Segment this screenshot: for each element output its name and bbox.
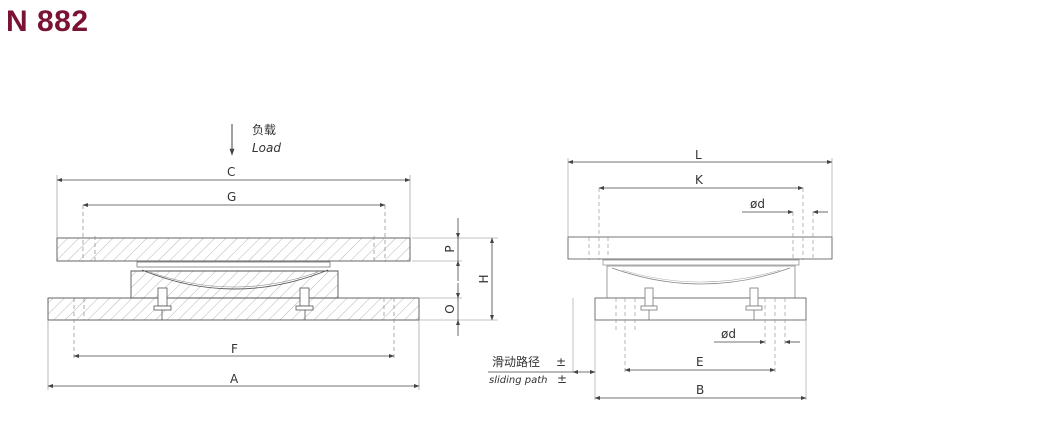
load-label-cn: 负载 <box>252 123 276 137</box>
sliding-path-en: sliding path <box>489 375 548 386</box>
top-plate <box>56 237 411 262</box>
dim-label-g: G <box>227 190 236 204</box>
sliding-path-cn: 滑动路径 <box>492 354 540 369</box>
dim-label-a: A <box>230 372 239 386</box>
dimension-d-top: ød <box>742 197 828 214</box>
sliding-path-annotation: 滑动路径 ± sliding path ± <box>488 354 596 386</box>
dim-label-e: E <box>696 355 704 369</box>
side-anchor-bolt-left <box>640 287 658 320</box>
dim-label-d-bottom: ød <box>721 327 736 341</box>
slide-plate <box>136 261 331 268</box>
dim-label-f: F <box>231 342 238 356</box>
dimension-d-bottom: ød <box>714 327 800 344</box>
sliding-path-pm-top: ± <box>556 355 566 369</box>
side-view: L K ød ød E B <box>488 148 833 400</box>
side-anchor-bolt-right <box>745 287 763 320</box>
dimension-c: C <box>56 165 411 182</box>
side-slide-plate <box>602 259 800 266</box>
dimension-b: B <box>594 383 807 400</box>
page-title: N 882 <box>6 5 89 38</box>
dim-label-p: P <box>443 245 457 252</box>
dimension-l: L <box>567 148 833 164</box>
dim-label-d-top: ød <box>750 197 765 211</box>
bottom-plate <box>47 297 420 321</box>
spherical-surface <box>141 269 329 290</box>
dimension-f: F <box>73 342 395 358</box>
dimension-o: O <box>443 283 460 336</box>
dim-label-k: K <box>695 173 704 187</box>
dim-label-l: L <box>695 148 702 162</box>
dimension-e: E <box>624 355 776 372</box>
dimension-p: P <box>443 218 460 281</box>
load-label-en: Load <box>252 141 281 155</box>
side-top-plate <box>567 236 833 260</box>
dim-label-b: B <box>696 383 704 397</box>
anchor-bolt-left <box>153 287 172 320</box>
dimension-h: H <box>477 237 494 321</box>
sliding-path-pm-bottom: ± <box>557 372 567 386</box>
dimension-k: K <box>598 173 804 190</box>
front-view: 负载 Load <box>47 123 498 390</box>
dimension-g: G <box>82 190 386 207</box>
side-bottom-plate <box>594 297 807 321</box>
dim-label-c: C <box>227 165 235 179</box>
dim-label-o: O <box>443 304 457 313</box>
anchor-bolt-right <box>295 287 314 320</box>
dim-label-h: H <box>477 274 491 283</box>
dimension-a: A <box>47 372 420 388</box>
